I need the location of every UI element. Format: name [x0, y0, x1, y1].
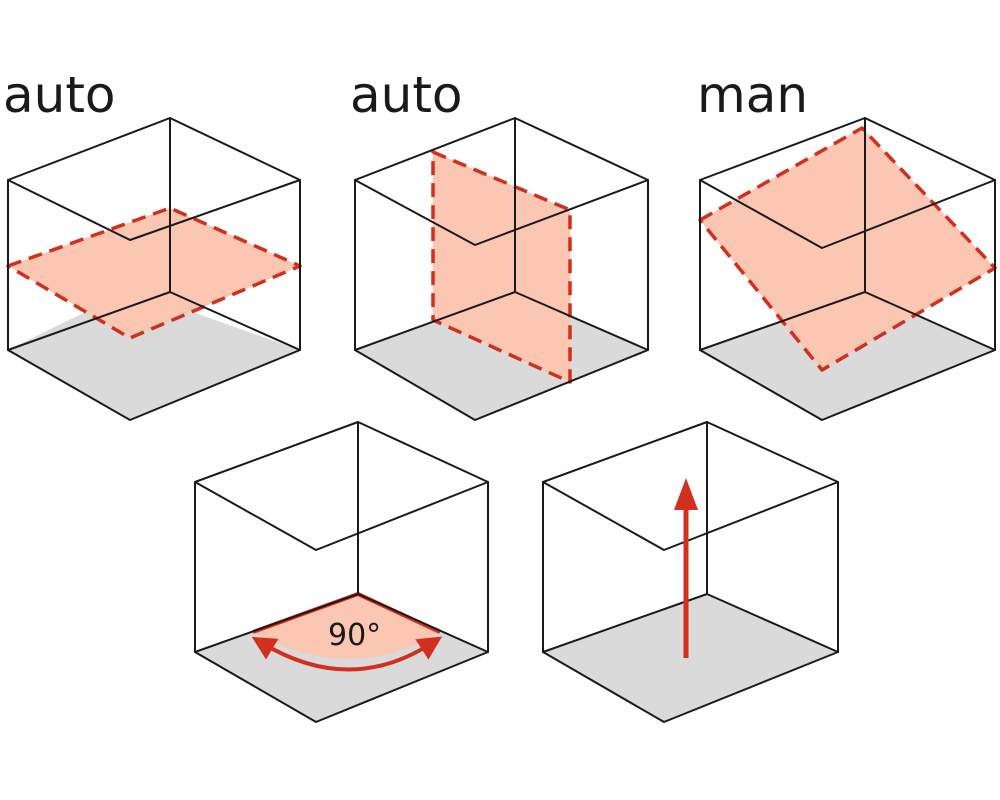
cube-plumb-arrow	[542, 421, 839, 723]
cube-outline	[354, 117, 649, 421]
cube-back-edges	[699, 179, 996, 249]
horizontal-laser-plane	[6, 206, 302, 340]
cube-back-edges	[7, 179, 301, 241]
cube-back-edges	[194, 481, 489, 551]
cube-floor	[8, 290, 300, 420]
cube-floor-back-edges	[194, 593, 489, 653]
cube-outline	[699, 117, 996, 421]
cube-right-angle: 90°	[194, 421, 489, 723]
angle-arc-arrow	[251, 636, 443, 672]
cube-vertical-plane	[354, 117, 649, 421]
cube-outline	[542, 421, 839, 723]
cube-outline	[194, 421, 489, 723]
cube-floor-back-edges	[542, 593, 839, 653]
cube-outline	[7, 117, 301, 421]
mode-label-man-inclined: man	[697, 66, 809, 124]
cube-back-edges	[354, 179, 649, 246]
cube-back-edges	[542, 481, 839, 551]
cube-floor-back-edges	[354, 291, 649, 351]
cube-floor	[543, 594, 838, 722]
cube-floor-back-edges	[7, 291, 301, 351]
cube-inclined-plane	[698, 117, 997, 421]
angle-label: 90°	[328, 618, 381, 653]
cube-floor	[355, 290, 648, 420]
mode-label-auto-horizontal: auto	[3, 66, 116, 124]
mode-label-auto-vertical: auto	[350, 66, 463, 124]
cube-floor-back-edges	[699, 291, 996, 351]
cube-horizontal-plane	[6, 117, 302, 421]
plumb-arrow-icon	[674, 478, 698, 510]
